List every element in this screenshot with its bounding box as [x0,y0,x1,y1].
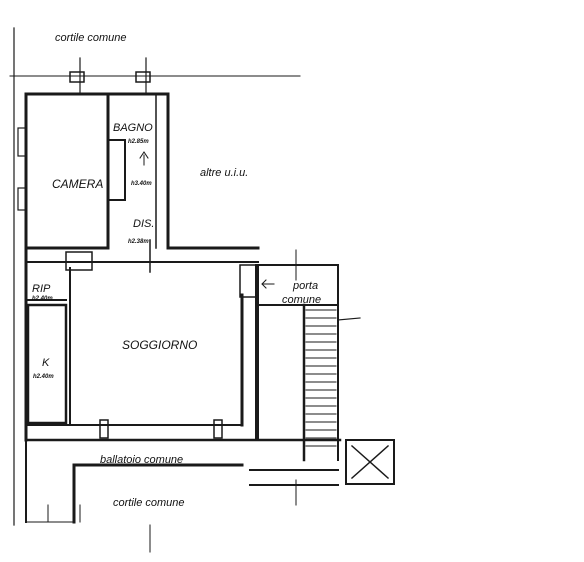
label-rip: RIP [32,283,51,295]
label-ballatoio: ballatoio comune [100,454,183,466]
room-labels: cortile comune CAMERA BAGNO h2.85m h3.40… [32,32,321,509]
label-dis: DIS. [133,218,154,230]
label-bagno-height: h2.85m [128,139,149,145]
label-bagno: BAGNO [113,122,153,134]
label-dis-height: h2.38m [128,239,149,245]
label-cortile-top: cortile comune [55,32,127,44]
label-altre: altre u.i.u. [200,167,248,179]
label-k-height: h2.40m [33,374,54,380]
label-cortile-bottom: cortile comune [113,497,185,509]
label-porta: porta [292,280,318,292]
label-camera: CAMERA [52,177,103,191]
label-k: K [42,357,50,369]
label-soggiorno: SOGGIORNO [122,338,197,352]
label-camera-height: h3.40m [131,181,152,187]
label-comune: comune [282,294,321,306]
label-rip-height: h2.40m [32,296,53,302]
walls [9,27,395,553]
